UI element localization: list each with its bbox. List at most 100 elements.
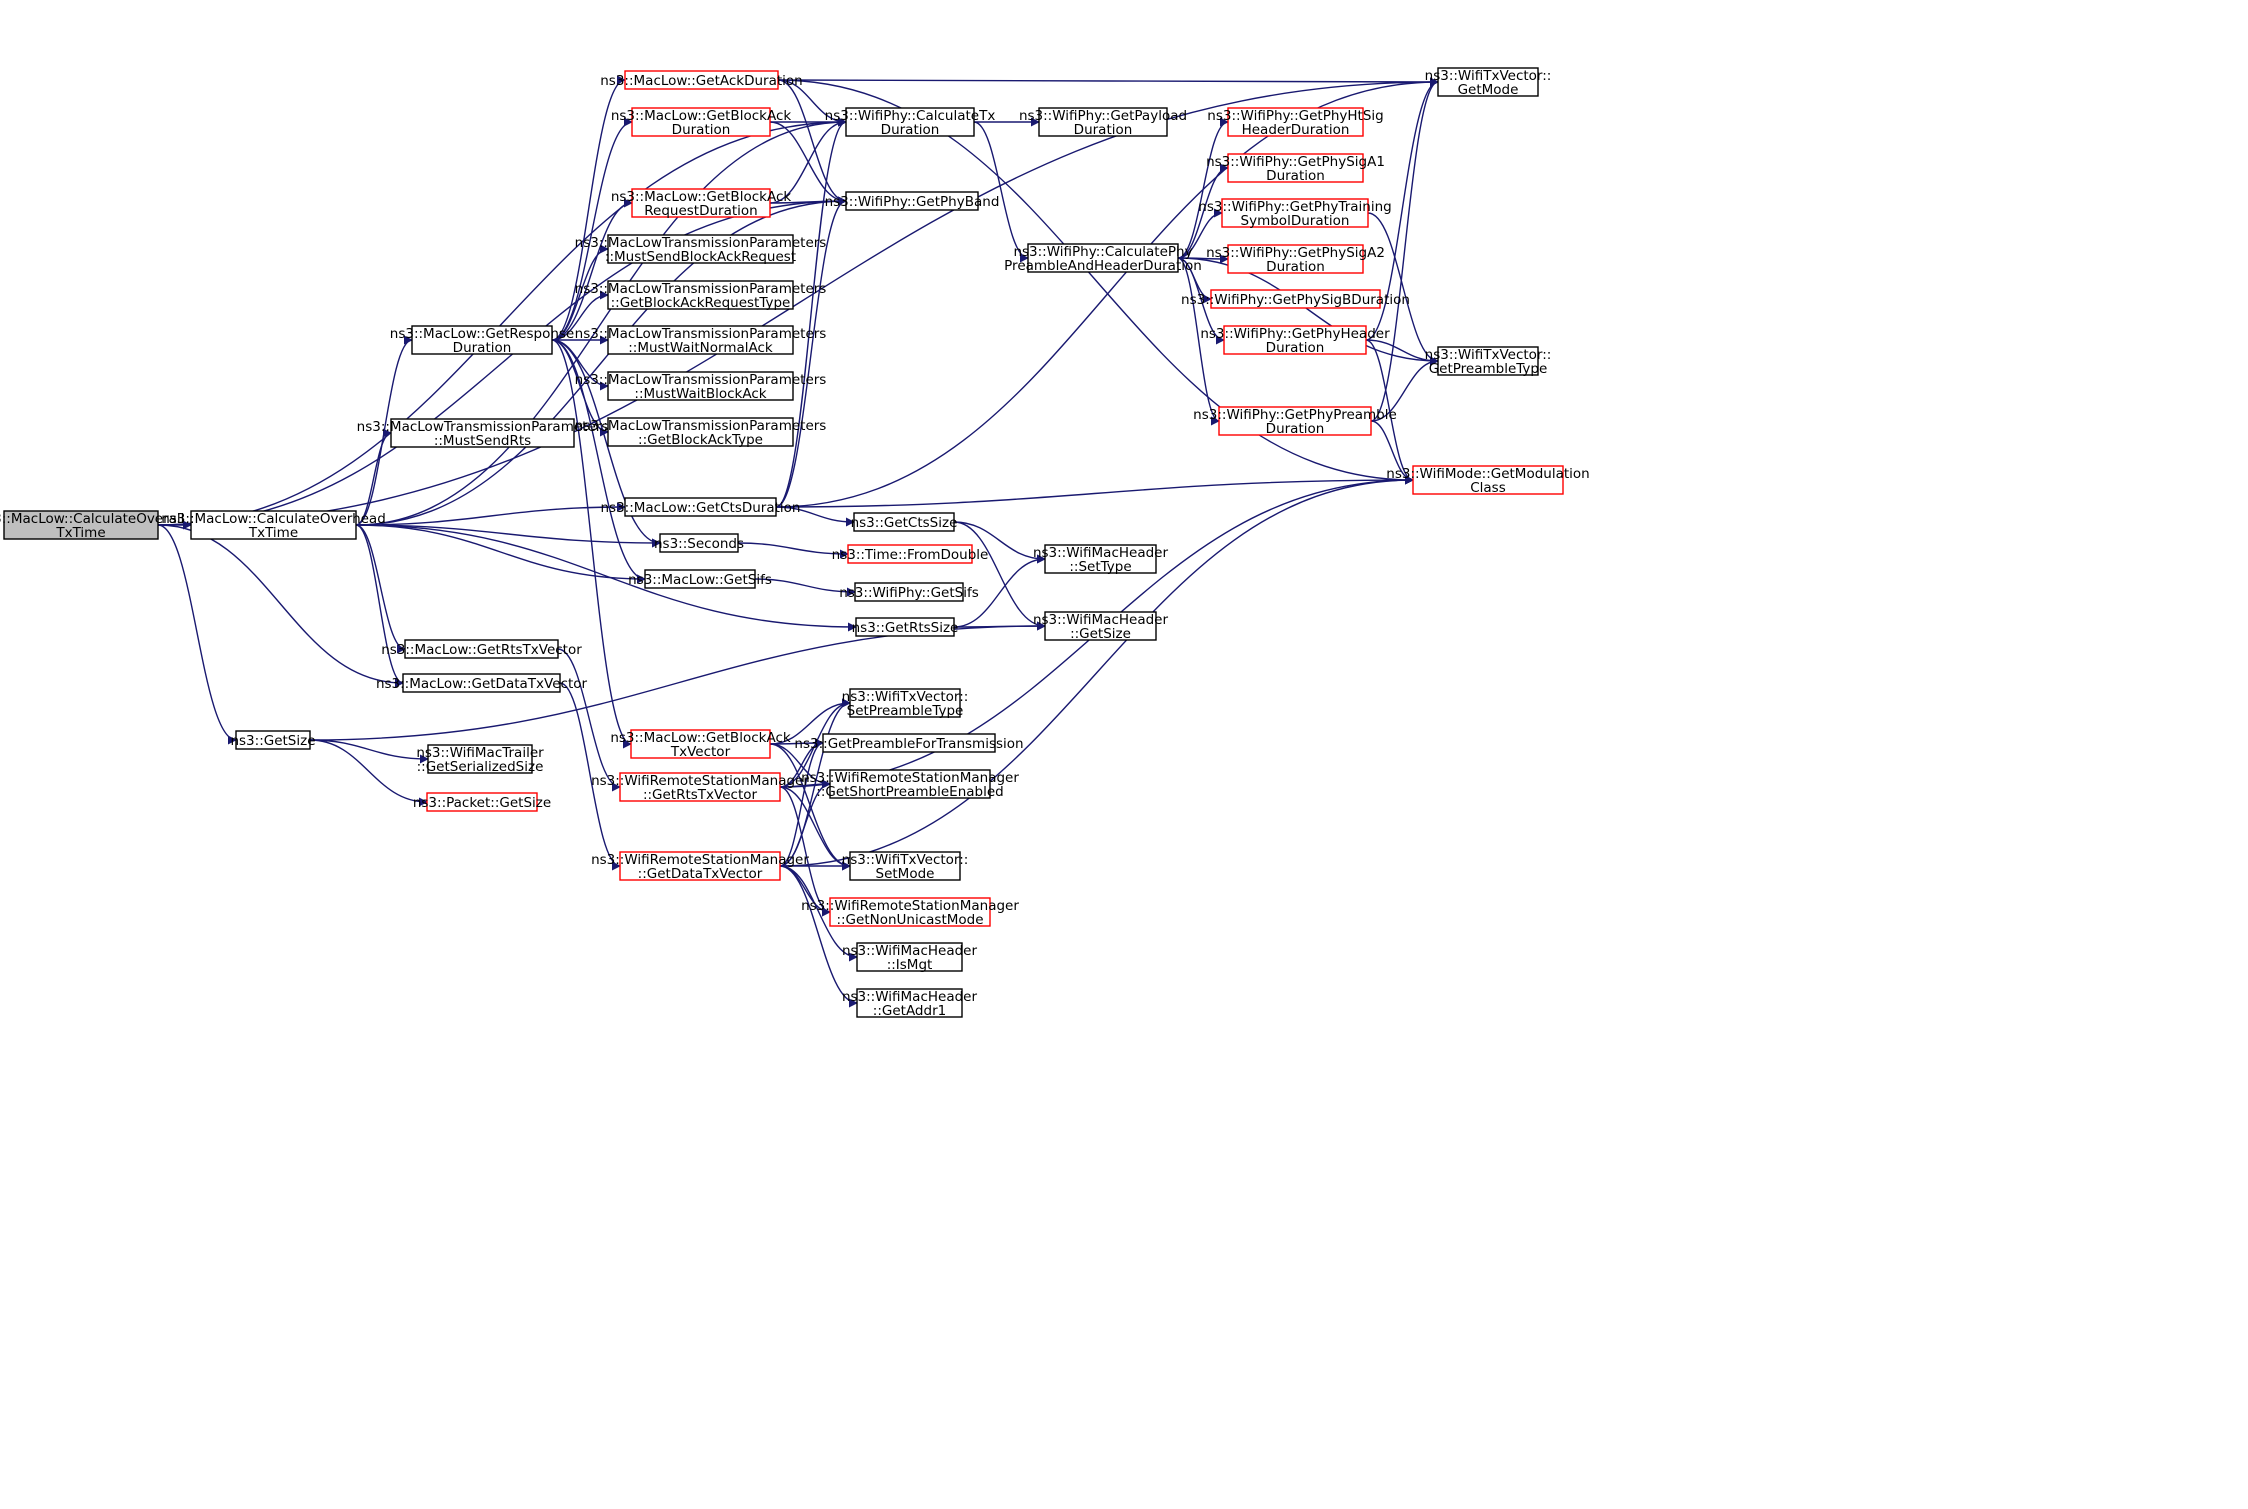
node-must-wait-block-ack[interactable]: ns3::MacLowTransmissionParameters::MustW… (575, 371, 827, 402)
node-box (1227, 107, 1364, 137)
edge-get_cts_duration-to-txv_get_mode (775, 77, 1439, 508)
node-txv-get-mode[interactable]: ns3::WifiTxVector::GetMode (1425, 67, 1552, 98)
node-box (856, 988, 963, 1018)
node-must-send-bar[interactable]: ns3::MacLowTransmissionParameters::MustS… (575, 234, 827, 265)
node-label-line: ns3::WifiMacHeader (1033, 545, 1169, 561)
node-get-ack-duration[interactable]: ns3::MacLow::GetAckDuration (600, 70, 803, 90)
node-hdr-is-mgt[interactable]: ns3::WifiMacHeader::IsMgt (842, 942, 978, 973)
node-label-line: Duration (881, 122, 940, 138)
edge-get_data_txvector-to-rsm_get_data_txvector (559, 682, 621, 871)
edge-get_response-to-get_ack_duration (551, 75, 626, 341)
node-hdr-set-type[interactable]: ns3::WifiMacHeader::SetType (1033, 544, 1169, 575)
node-txv-set-mode[interactable]: ns3::WifiTxVector::SetMode (842, 851, 969, 882)
edge-seconds-to-time_from_double (737, 542, 849, 559)
node-must-send-rts[interactable]: ns3::MacLowTransmissionParameters::MustS… (357, 418, 609, 449)
node-must-wait-normal-ack[interactable]: ns3::MacLowTransmissionParameters::MustW… (575, 325, 827, 356)
node-rsm-get-rts-txvector[interactable]: ns3::WifiRemoteStationManager::GetRtsTxV… (591, 772, 809, 803)
edge-calc_overhead-to-get_cts_duration (355, 502, 626, 526)
node-label-line: ns3::WifiPhy::GetPhyBand (825, 194, 1000, 210)
edge-calc_overhead-to-seconds (355, 524, 661, 548)
edge-get_response-to-get_blockack_duration (551, 117, 633, 341)
node-label-line: ns3::WifiTxVector:: (1425, 68, 1552, 84)
node-label-line: ns3::MacLow::GetBlockAck (611, 108, 792, 124)
node-label-line: ns3::WifiPhy::GetPhyHtSig (1207, 108, 1383, 124)
node-rsm-get-data-txvector[interactable]: ns3::WifiRemoteStationManager::GetDataTx… (591, 851, 809, 882)
node-label-line: SetPreambleType (847, 703, 964, 719)
node-label-line: ns3::WifiTxVector:: (842, 689, 969, 705)
edge-get_response-to-get_bar_type (551, 290, 609, 341)
node-label-line: ns3::WifiMacHeader (1033, 612, 1169, 628)
node-get-cts-size[interactable]: ns3::GetCtsSize (851, 512, 958, 532)
node-label-line: ns3::WifiPhy::GetPhyPreamble (1193, 407, 1397, 423)
edge-get_rts_size-to-hdr_get_size (953, 621, 1046, 631)
node-label-line: ns3::WifiRemoteStationManager (801, 898, 1019, 914)
node-label-line: ::SetType (1069, 559, 1131, 575)
edge-get_response-to-get_blockack_txvector (551, 339, 632, 749)
edge-maclow_get_sifs-to-phy_get_sifs (754, 578, 856, 597)
node-box (1027, 243, 1179, 273)
node-calc-preamble-header[interactable]: ns3::WifiPhy::CalculatePhyPreambleAndHea… (1004, 243, 1202, 274)
node-box (1223, 325, 1367, 355)
node-phy-get-sifs[interactable]: ns3::WifiPhy::GetSifs (839, 582, 979, 602)
node-get-block-ack-type[interactable]: ns3::MacLowTransmissionParameters::GetBl… (575, 417, 827, 448)
edge-get_rts_size-to-hdr_set_type (953, 554, 1046, 628)
node-hdr-get-addr1[interactable]: ns3::WifiMacHeader::GetAddr1 (842, 988, 978, 1019)
node-phy-get-band[interactable]: ns3::WifiPhy::GetPhyBand (825, 191, 1000, 211)
edge-get_cts_duration-to-mode_mod_class (775, 475, 1414, 508)
node-rsm-short-preamble[interactable]: ns3::WifiRemoteStationManager::GetShortP… (801, 769, 1019, 800)
node-get-bar-type[interactable]: ns3::MacLowTransmissionParameters::GetBl… (575, 280, 827, 311)
node-time-from-double[interactable]: ns3::Time::FromDouble (832, 544, 989, 564)
node-seconds[interactable]: ns3::Seconds (654, 533, 744, 553)
edge-get_ack_duration-to-phy_get_band (777, 79, 847, 206)
node-get-data-txvector[interactable]: ns3::MacLow::GetDataTxVector (376, 673, 588, 693)
node-get-size-fn[interactable]: ns3::GetSize (230, 730, 316, 750)
node-phy-training[interactable]: ns3::WifiPhy::GetPhyTrainingSymbolDurati… (1198, 198, 1392, 229)
node-txv-set-preamble[interactable]: ns3::WifiTxVector::SetPreambleType (842, 688, 969, 719)
node-get-rts-txvector[interactable]: ns3::MacLow::GetRtsTxVector (381, 639, 582, 659)
node-hdr-get-size[interactable]: ns3::WifiMacHeader::GetSize (1033, 611, 1169, 642)
node-label-line: ns3::WifiPhy::GetPhySigA1 (1206, 154, 1385, 170)
edge-get_size_fn-to-packet_get_size (309, 739, 428, 807)
edge-get_cts_size-to-hdr_set_type (953, 521, 1046, 564)
node-label-line: ns3::MacLow::GetCtsDuration (600, 500, 800, 516)
edge-phy_calc_tx_duration-to-calc_preamble_header (973, 121, 1029, 263)
edge-calc_overall-to-get_size_fn (157, 524, 237, 745)
node-get-rts-size[interactable]: ns3::GetRtsSize (852, 617, 959, 637)
edge-rsm_get_data_txvector-to-mode_mod_class (779, 475, 1414, 867)
node-label-line: RequestDuration (644, 203, 757, 219)
edge-get_cts_duration-to-phy_calc_tx_duration (775, 117, 847, 508)
node-txv-get-preamble-type[interactable]: ns3::WifiTxVector::GetPreambleType (1425, 346, 1552, 377)
node-box (235, 730, 311, 750)
node-get-cts-duration[interactable]: ns3::MacLow::GetCtsDuration (600, 497, 801, 517)
node-phy-sig-b[interactable]: ns3::WifiPhy::GetPhySigBDuration (1181, 289, 1410, 309)
edge-calc_preamble_header-to-phy_ht_sig (1177, 117, 1229, 259)
node-maclow-get-sifs[interactable]: ns3::MacLow::GetSifs (628, 569, 772, 589)
node-packet-get-size[interactable]: ns3::Packet::GetSize (413, 792, 551, 812)
node-label-line: TxVector (670, 744, 731, 760)
node-label-line: HeaderDuration (1242, 122, 1350, 138)
edge-rsm_get_rts_txvector-to-txv_set_mode (779, 786, 851, 871)
node-label-line: ns3::WifiRemoteStationManager (801, 770, 1019, 786)
node-label-line: ns3::WifiPhy::CalculateTx (825, 108, 996, 124)
node-label-line: ::GetSize (1070, 626, 1131, 642)
edge-get_blockack_req_duration-to-phy_calc_tx_duration (769, 117, 847, 204)
node-rsm-non-unicast[interactable]: ns3::WifiRemoteStationManager::GetNonUni… (801, 897, 1019, 928)
edge-get_blockack_req_duration-to-phy_get_band (769, 196, 847, 206)
node-get-preamble-for-tx[interactable]: ns3::GetPreambleForTransmission (794, 733, 1024, 753)
node-trailer-ser-size[interactable]: ns3::WifiMacTrailer::GetSerializedSize (416, 744, 544, 775)
node-label-line: ns3::MacLowTransmissionParameters (575, 372, 827, 388)
